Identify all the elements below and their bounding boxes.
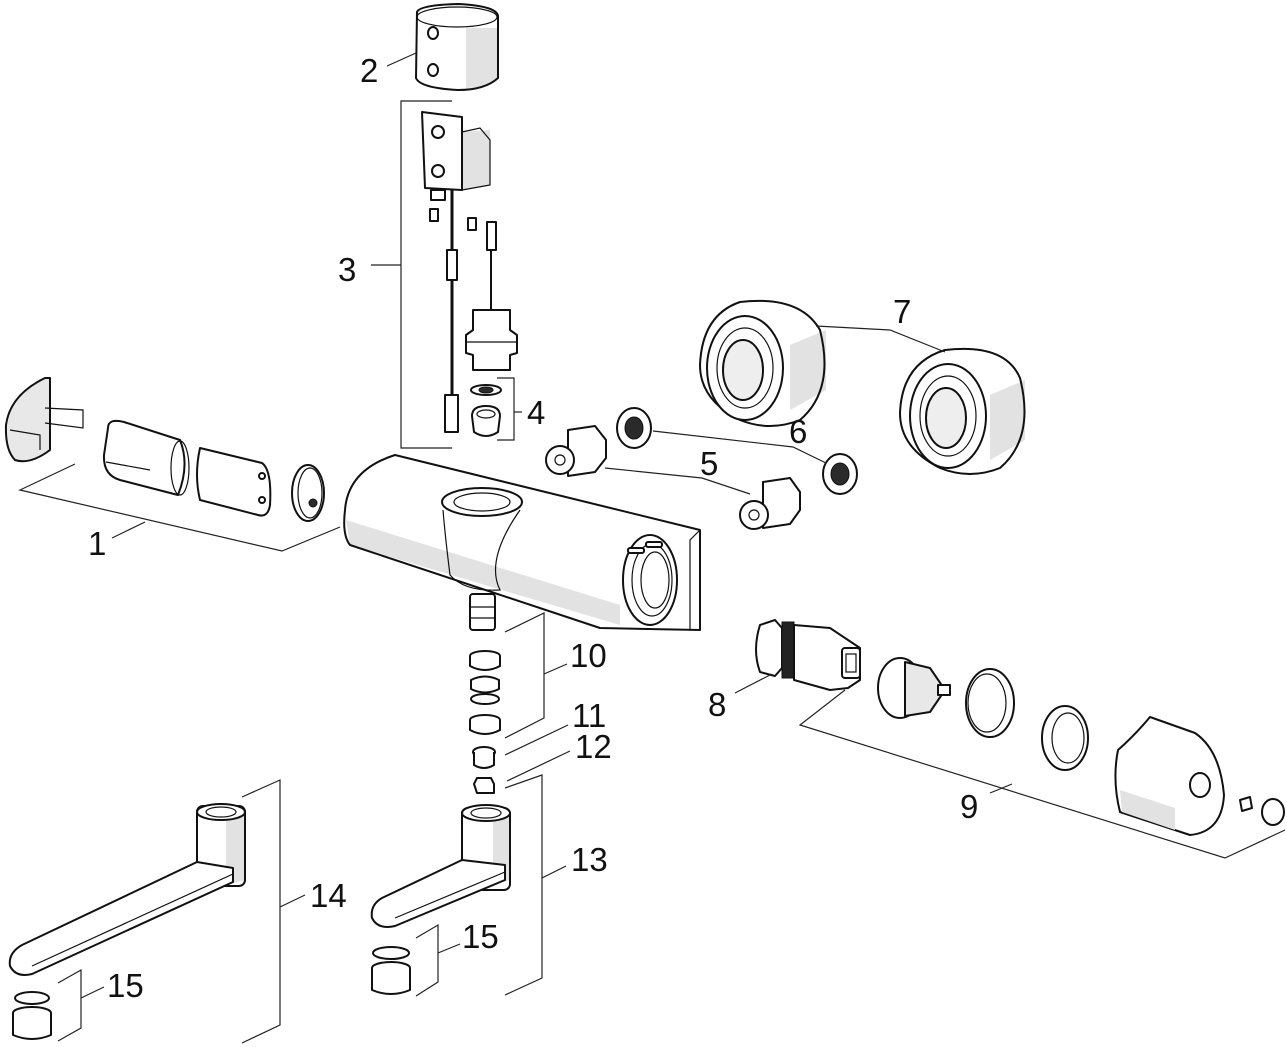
- part-9-handle-assembly[interactable]: [877, 657, 1285, 836]
- part-8-cartridge[interactable]: [755, 619, 861, 691]
- leader-line-13: [541, 865, 567, 879]
- label-1: 1: [88, 525, 106, 562]
- label-9: 9: [960, 788, 978, 825]
- label-15a: 15: [107, 967, 144, 1004]
- bracket-9: [798, 689, 1286, 859]
- label-14: 14: [310, 877, 347, 914]
- leader-line-15a: [80, 986, 105, 999]
- label-13: 13: [571, 841, 608, 878]
- part-10-seals[interactable]: [469, 650, 501, 735]
- part-4-seal-and-nut[interactable]: [470, 384, 502, 437]
- part-13-short-spout[interactable]: [370, 804, 511, 928]
- label-3: 3: [338, 251, 356, 288]
- label-6: 6: [789, 413, 807, 450]
- part-2-sensor-cap[interactable]: [415, 3, 500, 91]
- label-5: 5: [700, 445, 718, 482]
- leader-line-10: [543, 663, 568, 675]
- label-4: 4: [527, 394, 545, 431]
- bracket-4: [497, 377, 515, 441]
- leader-line-6: [652, 430, 827, 464]
- bracket-10: [504, 612, 545, 739]
- bracket-15a: [57, 968, 82, 1042]
- bracket-14: [241, 779, 281, 1044]
- leader-line-11: [504, 724, 569, 756]
- mixer-body[interactable]: [343, 454, 701, 631]
- leader-line-9: [989, 783, 1013, 794]
- part-12-nut[interactable]: [473, 777, 495, 794]
- part-1-cover-assembly[interactable]: [4, 377, 325, 522]
- part-3-electronic-module[interactable]: [421, 111, 518, 433]
- label-12: 12: [575, 728, 612, 765]
- part-14-long-spout[interactable]: [8, 803, 246, 976]
- leader-line-1: [111, 521, 146, 539]
- part-11-adapter[interactable]: [472, 746, 496, 769]
- label-2: 2: [360, 52, 378, 89]
- bracket-3: [400, 100, 452, 449]
- leader-line-2: [386, 52, 417, 67]
- bracket-1: [18, 463, 341, 552]
- leader-line-14: [279, 894, 306, 908]
- part-7-escutcheons[interactable]: [699, 299, 1026, 475]
- part-15-aerator-long[interactable]: [12, 991, 52, 1040]
- label-11: 11: [572, 697, 606, 734]
- bracket-13: [504, 774, 543, 996]
- label-8: 8: [708, 686, 726, 723]
- part-15-aerator-short[interactable]: [371, 946, 411, 995]
- label-7: 7: [893, 293, 911, 330]
- label-15b: 15: [462, 918, 499, 955]
- leader-line-5: [604, 467, 751, 495]
- leader-line-8: [734, 674, 771, 694]
- leader-line-15b: [437, 943, 461, 954]
- leader-line-12: [506, 750, 571, 782]
- leader-line-7: [815, 325, 946, 353]
- part-6-strainers[interactable]: [616, 407, 858, 495]
- part-5-check-valves[interactable]: [545, 425, 801, 530]
- bracket-15b: [415, 923, 439, 997]
- label-10: 10: [570, 637, 607, 674]
